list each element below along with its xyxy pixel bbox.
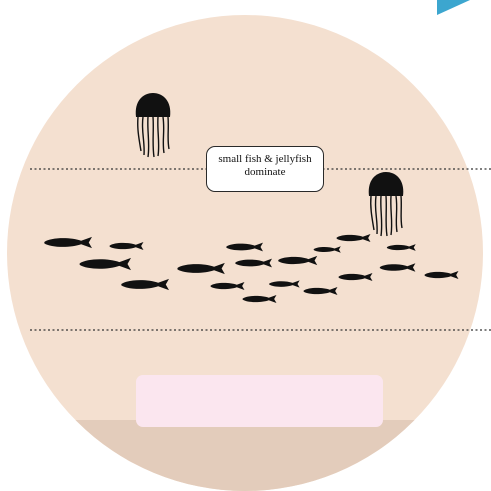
empty-label-box [136,375,383,427]
seafloor-band [0,420,491,491]
callout-line-1: small fish & jellyfish [207,153,323,166]
callout-label: small fish & jellyfish dominate [206,146,324,192]
callout-line-2: dominate [207,166,323,179]
corner-accent [437,0,470,15]
